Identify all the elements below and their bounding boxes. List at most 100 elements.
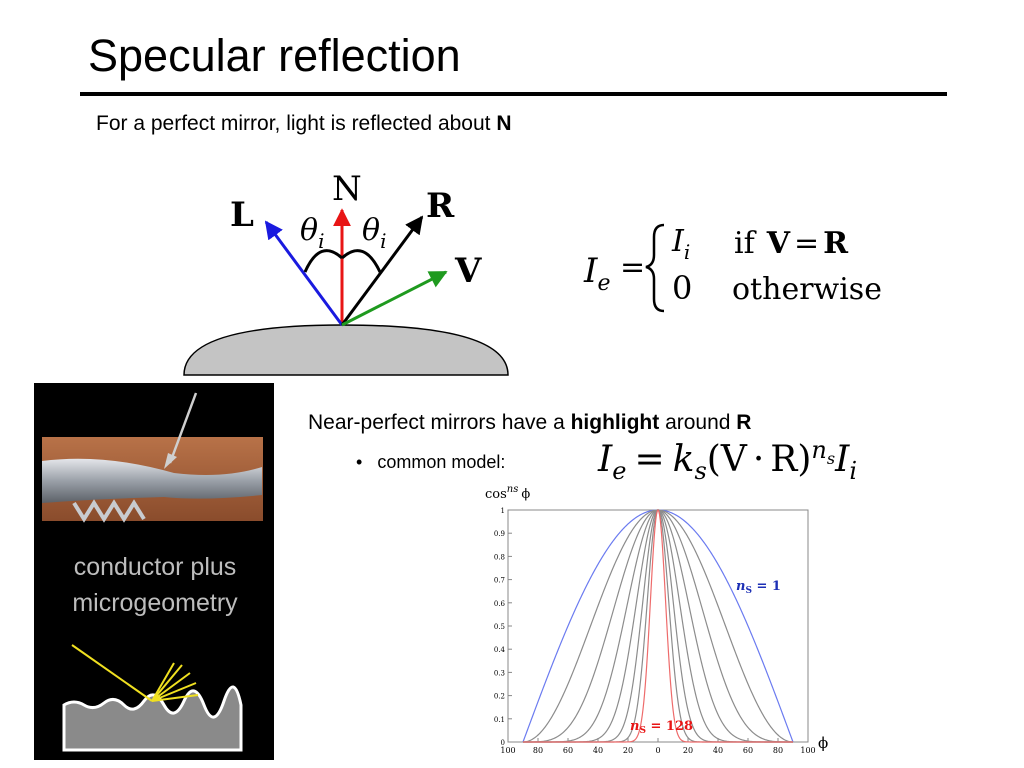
y-tick-label: 1 xyxy=(501,507,505,515)
caption-line-2: microgeometry xyxy=(72,589,238,617)
series-line-n64 xyxy=(523,509,793,743)
reflection-diagram: N L R V θi θi xyxy=(183,169,509,376)
x-tick-label: 60 xyxy=(563,746,573,755)
near-text-1: Near-perfect mirrors have a xyxy=(308,411,571,434)
model-lhs: I xyxy=(598,439,613,480)
model-equals: = xyxy=(634,439,665,480)
model-lhs-sub: e xyxy=(612,457,627,486)
near-bold-r: R xyxy=(736,411,752,434)
x-tick-label: 60 xyxy=(743,746,753,755)
y-tick-label: 0.1 xyxy=(494,716,505,724)
x-tick-label: 20 xyxy=(683,746,693,755)
theta-left: θi xyxy=(300,213,324,253)
label-r: R xyxy=(426,186,455,226)
x-tick-label: 40 xyxy=(593,746,603,755)
label-v: V xyxy=(454,251,482,291)
reflect-arrow xyxy=(340,215,424,326)
photo-pointer-line xyxy=(168,392,198,464)
y-tick-label: 0 xyxy=(501,739,505,747)
eq-case2-value: 0 xyxy=(672,269,692,307)
y-tick-label: 0.3 xyxy=(494,669,505,677)
near-perfect-line: Near-perfect mirrors have a highlight ar… xyxy=(308,411,751,435)
x-tick-label: 40 xyxy=(713,746,723,755)
eq-case2-condition: otherwise xyxy=(732,272,882,307)
x-tick-label: 80 xyxy=(773,746,783,755)
intro-line: For a perfect mirror, light is reflected… xyxy=(96,112,512,136)
near-text-2: around xyxy=(659,411,737,434)
theta-right: θi xyxy=(362,213,386,253)
model-close: ) xyxy=(797,439,812,480)
y-tick-label: 0.8 xyxy=(494,553,505,561)
photo-caption: conductor plus microgeometry xyxy=(40,549,270,621)
x-tick-label: 20 xyxy=(623,746,633,755)
model-k-sub: s xyxy=(694,457,707,486)
model-k: k xyxy=(672,439,695,480)
model-dot: · xyxy=(752,439,765,480)
eq-case1-value: Ii xyxy=(671,224,690,264)
model-exp: n xyxy=(811,436,827,464)
series-line-n2 xyxy=(522,509,794,743)
near-bold-highlight: highlight xyxy=(570,411,660,434)
x-tick-label: 100 xyxy=(500,746,515,755)
series-line-n1 xyxy=(522,509,794,743)
y-tick-label: 0.2 xyxy=(494,693,505,701)
series-line-n128 xyxy=(523,508,793,743)
label-l: L xyxy=(230,195,254,235)
model-exp-sub: s xyxy=(826,448,836,468)
bullet-marker: • xyxy=(356,452,363,472)
series-line-n32 xyxy=(523,509,793,743)
bullet-common-model: • common model: xyxy=(356,452,505,473)
light-arrow xyxy=(264,220,344,326)
conductor-photo-panel xyxy=(34,383,274,760)
mirror-surface xyxy=(183,324,509,376)
phong-model-equation: Ie=ks(V·R)nsIi xyxy=(598,436,857,485)
corkscrew-spiral xyxy=(72,499,146,523)
caption-line-1: conductor plus xyxy=(73,553,237,581)
eq-lhs: Ie xyxy=(583,251,610,296)
y-tick-label: 0.5 xyxy=(494,623,505,631)
annotation-ns-1: nS = 1 xyxy=(736,579,781,596)
chart-xlabel: ϕ xyxy=(818,734,828,752)
intro-bold-n: N xyxy=(496,112,512,135)
model-v: V xyxy=(720,439,747,480)
intro-text: For a perfect mirror, light is reflected… xyxy=(96,112,497,135)
x-tick-label: 100 xyxy=(800,746,815,755)
conductor-illustration xyxy=(42,392,263,752)
plot-frame xyxy=(507,509,809,743)
model-i: I xyxy=(835,439,850,480)
eq-equals: = xyxy=(620,250,645,285)
model-r: R xyxy=(770,439,798,480)
label-n: N xyxy=(332,169,362,209)
x-axis: 100 80 60 40 20 0 20 40 60 80 100 xyxy=(500,738,816,755)
y-axis: 0 0.1 0.2 0.3 0.4 0.5 0.6 0.7 0.8 0.9 1 xyxy=(494,507,512,747)
theta-arc-left xyxy=(303,249,344,273)
series-line-n8 xyxy=(523,509,793,743)
photo-pointer-head xyxy=(164,453,177,469)
bullet-text: common model: xyxy=(377,452,506,472)
annotation-ns-128: nS = 128 xyxy=(630,719,693,736)
title-underline xyxy=(80,92,947,96)
theta-arc-right xyxy=(340,249,382,273)
corkscrew-body xyxy=(42,458,262,503)
y-tick-label: 0.6 xyxy=(494,600,506,608)
series-line-n16 xyxy=(523,509,793,743)
rough-surface xyxy=(62,685,243,752)
slide-title: Specular reflection xyxy=(88,30,461,81)
model-i-sub: i xyxy=(849,457,858,486)
y-tick-label: 0.4 xyxy=(494,646,506,654)
scattered-rays xyxy=(151,662,199,702)
y-tick-label: 0.9 xyxy=(494,530,505,538)
x-tick-label: 80 xyxy=(533,746,543,755)
series-layer xyxy=(522,508,794,743)
series-line-n4 xyxy=(523,509,793,743)
eq-brace xyxy=(645,223,665,313)
incoming-ray xyxy=(71,644,153,702)
y-tick-label: 0.7 xyxy=(494,577,505,585)
model-open: ( xyxy=(706,439,721,480)
x-tick-label: 0 xyxy=(655,746,660,755)
view-arrow xyxy=(341,270,448,327)
